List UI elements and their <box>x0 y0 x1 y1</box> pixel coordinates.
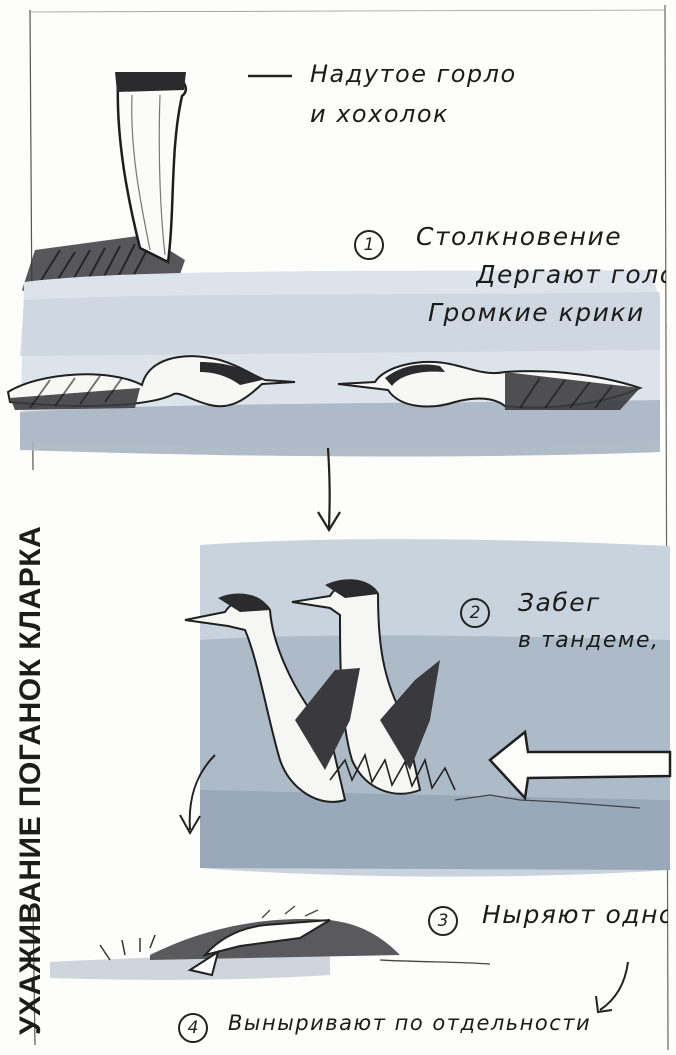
step-number-2: 2 <box>460 598 490 628</box>
grebe-inflated-throat-drawing <box>22 72 292 292</box>
arrow-down-left-icon <box>596 962 628 1012</box>
arrow-down-icon <box>318 448 340 530</box>
annotation-collision-line2: Дергают голо <box>476 260 666 289</box>
step-number-1: 1 <box>354 230 384 260</box>
step-number-3: 3 <box>428 906 458 936</box>
sketch-title: УХАЖИВАНИЕ ПОГАНОК КЛАРКА <box>14 475 48 1035</box>
dive-scene <box>50 906 490 980</box>
annotation-collision-line1: Столкновение <box>416 222 622 251</box>
annotation-dive-line1: Ныряют одно <box>482 900 668 929</box>
page-border-right <box>665 5 668 1050</box>
annotation-tandem-line2: в тандеме, <box>518 628 668 653</box>
page-border-top <box>30 10 665 12</box>
annotation-inflated-throat-line2: и хохолок <box>310 100 449 128</box>
annotation-inflated-throat-line1: Надутое горло <box>310 60 517 88</box>
step-number-4: 4 <box>178 1013 208 1043</box>
annotation-collision-line3: Громкие крики <box>428 298 645 327</box>
annotation-tandem-line1: Забег <box>518 588 601 617</box>
annotation-surface-line1: Выныривают по отдельности <box>228 1011 591 1035</box>
